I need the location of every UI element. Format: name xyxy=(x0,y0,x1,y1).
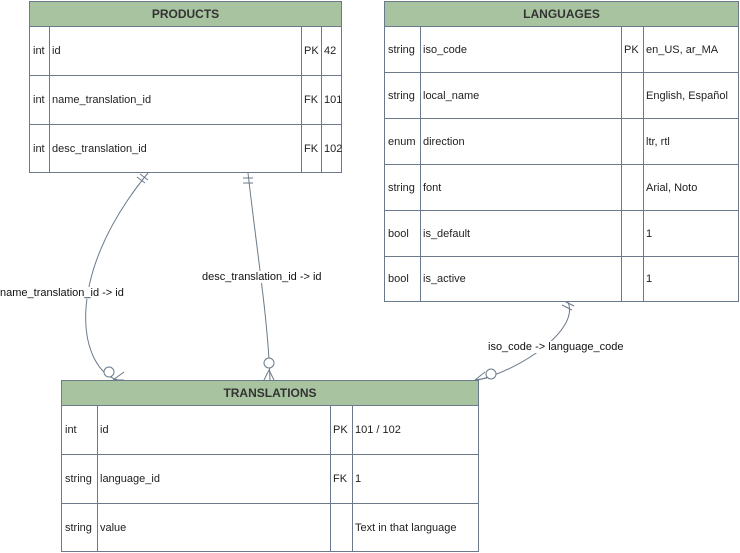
field-type: bool xyxy=(388,273,409,285)
field-key: PK xyxy=(304,45,319,57)
table-row[interactable]: string font Arial, Noto xyxy=(385,165,738,211)
table-row[interactable]: int id PK 101 / 102 xyxy=(62,406,478,455)
table-row[interactable]: bool is_active 1 xyxy=(385,257,738,301)
field-example: 102 xyxy=(324,142,342,155)
field-name: value xyxy=(100,521,127,534)
field-type: string xyxy=(388,181,415,194)
table-row[interactable]: int desc_translation_id FK 102 xyxy=(30,125,342,172)
field-key xyxy=(621,257,643,301)
field-name: is_active xyxy=(423,273,466,285)
field-example: 1 xyxy=(646,273,653,285)
field-name: desc_translation_id xyxy=(52,142,147,155)
zero-marker xyxy=(263,357,275,369)
edge-label-name: name_translation_id -> id xyxy=(0,287,124,299)
one-marker xyxy=(136,176,146,184)
field-example: 101 xyxy=(324,94,342,106)
field-example: 1 xyxy=(355,473,362,485)
field-example: en_US, ar_MA xyxy=(646,43,719,56)
entity-translations[interactable]: TRANSLATIONS int id PK 101 / 102 string … xyxy=(61,380,479,552)
table-row[interactable]: int id PK 42 xyxy=(30,27,341,76)
table-row[interactable]: string language_id FK 1 xyxy=(62,455,478,504)
field-type: string xyxy=(65,521,92,534)
field-name: is_default xyxy=(423,227,471,240)
field-key: PK xyxy=(624,43,639,56)
field-example: English, Español xyxy=(646,89,728,102)
entity-languages[interactable]: LANGUAGES string iso_code PK en_US, ar_M… xyxy=(384,1,739,302)
field-key xyxy=(621,73,643,118)
field-name: language_id xyxy=(100,473,160,485)
field-key: FK xyxy=(304,142,319,155)
edge-label-desc: desc_translation_id -> id xyxy=(202,271,322,283)
table-row[interactable]: string value Text in that language xyxy=(62,504,478,551)
field-type: int xyxy=(33,45,45,57)
field-type: bool xyxy=(388,227,409,240)
one-marker xyxy=(561,304,573,311)
field-type: string xyxy=(65,473,92,485)
field-type: enum xyxy=(388,135,416,148)
table-row[interactable]: int name_translation_id FK 101 xyxy=(30,76,342,125)
field-type: int xyxy=(33,94,45,106)
field-name: name_translation_id xyxy=(52,94,152,106)
many-marker xyxy=(268,369,275,381)
edge-label-lang: iso_code -> language_code xyxy=(488,341,624,353)
field-key xyxy=(621,211,643,256)
zero-marker xyxy=(103,366,115,378)
table-row[interactable]: string iso_code PK en_US, ar_MA xyxy=(385,27,738,73)
many-marker xyxy=(474,371,486,381)
zero-marker xyxy=(485,368,497,380)
field-type: int xyxy=(65,424,77,436)
field-name: id xyxy=(100,424,109,436)
field-example: 1 xyxy=(646,227,653,240)
entity-title: LANGUAGES xyxy=(385,2,738,27)
field-key: PK xyxy=(333,424,348,436)
field-name: direction xyxy=(423,135,465,148)
field-example: ltr, rtl xyxy=(646,135,670,148)
field-key xyxy=(621,165,643,210)
entity-products[interactable]: PRODUCTS int id PK 42 int name_translati… xyxy=(29,1,342,173)
field-type: string xyxy=(388,89,415,102)
many-marker xyxy=(474,377,488,381)
field-example: Text in that language xyxy=(355,521,457,534)
relationship-line-name[interactable] xyxy=(85,172,149,381)
field-name: id xyxy=(52,45,61,57)
table-row[interactable]: bool is_default 1 xyxy=(385,211,738,257)
field-name: local_name xyxy=(423,89,480,102)
table-row[interactable]: enum direction ltr, rtl xyxy=(385,119,738,165)
field-example: Arial, Noto xyxy=(646,181,698,194)
field-key xyxy=(330,504,352,551)
field-key: FK xyxy=(304,94,319,106)
field-name: font xyxy=(423,181,442,194)
field-type: string xyxy=(388,43,415,56)
many-marker xyxy=(112,371,125,381)
field-example: 101 / 102 xyxy=(355,424,401,436)
one-marker xyxy=(139,173,149,181)
field-key: FK xyxy=(333,473,348,485)
table-row[interactable]: string local_name English, Español xyxy=(385,73,738,119)
field-type: int xyxy=(33,142,45,155)
field-name: iso_code xyxy=(423,43,468,56)
many-marker xyxy=(263,369,270,381)
entity-title: PRODUCTS xyxy=(30,2,341,27)
entity-title: TRANSLATIONS xyxy=(62,381,478,406)
field-example: 42 xyxy=(324,45,337,57)
field-key xyxy=(621,119,643,164)
